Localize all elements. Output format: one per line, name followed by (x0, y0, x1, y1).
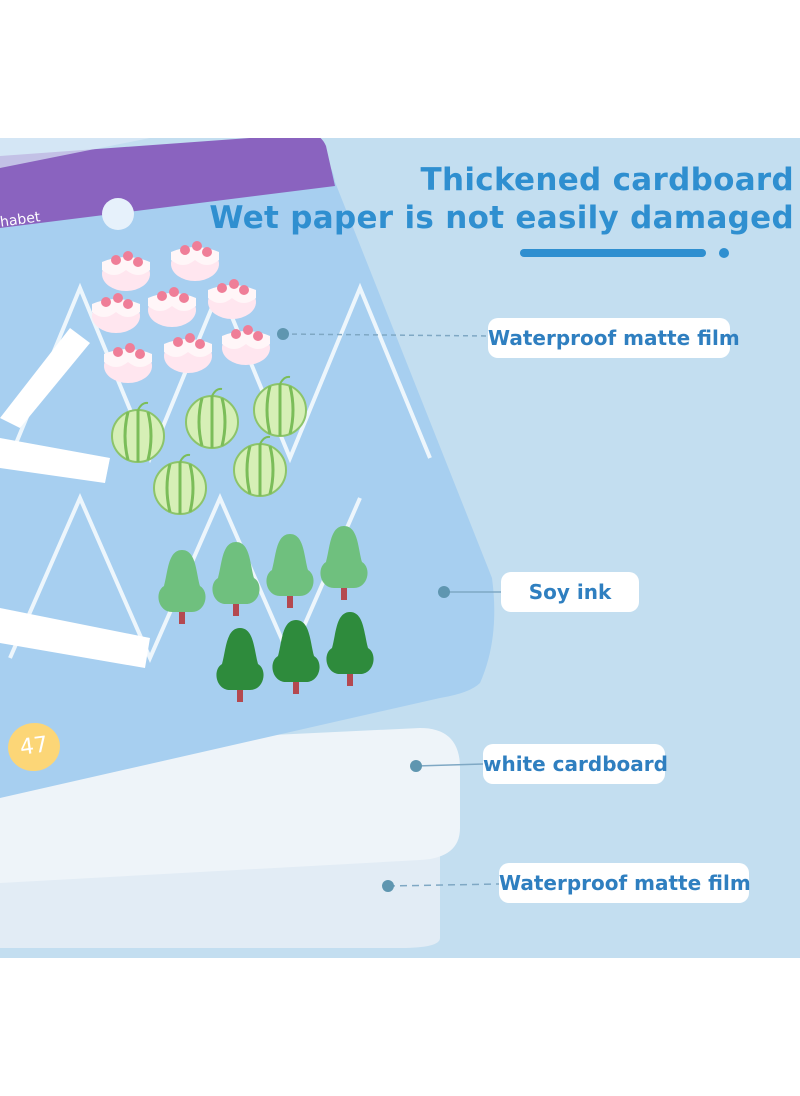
layered-cards-illustration (0, 138, 501, 948)
headline-underline-dot (719, 248, 729, 258)
card-hole (102, 198, 134, 230)
callout-waterproof-film-top: Waterproof matte film (488, 318, 740, 358)
headline-underline (520, 249, 706, 257)
callout-soy-ink: Soy ink (501, 572, 639, 612)
product-scene: habet 47 Thickened cardboard Wet paper i… (0, 138, 800, 958)
callout-waterproof-film-bottom: Waterproof matte film (499, 863, 751, 903)
callout-white-cardboard: white cardboard (483, 744, 668, 784)
headline-line-1: Thickened cardboard (420, 162, 794, 198)
headline-line-2: Wet paper is not easily damaged (209, 200, 794, 236)
card-tab (0, 138, 335, 228)
